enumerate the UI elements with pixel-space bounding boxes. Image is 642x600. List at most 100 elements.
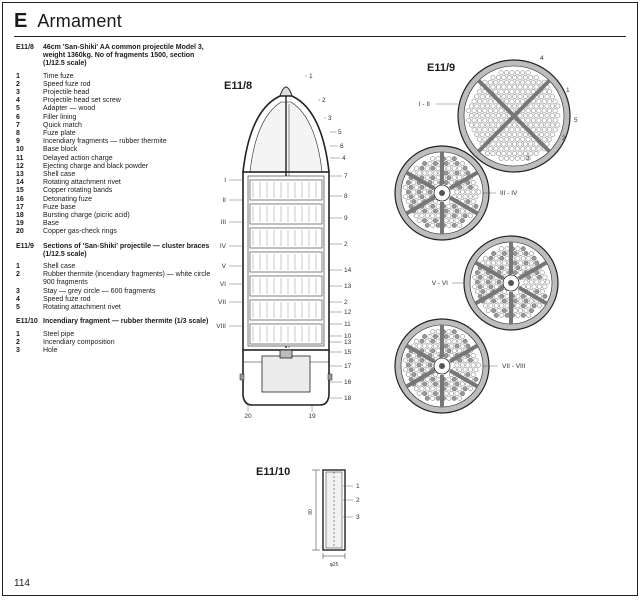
fragment bbox=[552, 108, 558, 114]
fragment bbox=[525, 89, 531, 95]
fragment bbox=[483, 284, 488, 290]
fragment bbox=[531, 274, 537, 280]
fragment bbox=[496, 298, 502, 304]
fragment bbox=[446, 348, 452, 354]
fragment bbox=[422, 208, 427, 214]
fragment bbox=[552, 127, 558, 133]
fragment bbox=[460, 381, 465, 387]
fragment bbox=[416, 170, 422, 176]
fragment bbox=[518, 251, 523, 256]
fragment bbox=[541, 98, 547, 104]
header-rule bbox=[14, 36, 626, 37]
fragment bbox=[460, 170, 465, 176]
fragment bbox=[490, 122, 496, 128]
fragment bbox=[523, 84, 528, 90]
fragment bbox=[502, 298, 507, 304]
fragment bbox=[424, 194, 430, 200]
callout-number: 4 bbox=[342, 155, 346, 162]
fragment bbox=[451, 222, 457, 228]
callout-number: 5 bbox=[338, 129, 342, 136]
fragment bbox=[526, 284, 532, 290]
fragment bbox=[520, 89, 526, 95]
fragment bbox=[469, 103, 474, 109]
fragment bbox=[506, 132, 512, 137]
fragment bbox=[498, 155, 504, 161]
callout-number: 1 bbox=[566, 87, 570, 94]
fragment bbox=[446, 395, 452, 401]
fragment bbox=[414, 165, 419, 171]
fragment bbox=[446, 386, 452, 392]
fragment bbox=[528, 75, 534, 80]
cluster-brace bbox=[405, 195, 436, 216]
fragment bbox=[476, 189, 481, 195]
fragment bbox=[542, 284, 548, 290]
fragment bbox=[430, 222, 436, 228]
fragment bbox=[408, 357, 414, 363]
fragment bbox=[499, 293, 505, 299]
fragment bbox=[454, 218, 460, 223]
dimension-width: φ25 bbox=[330, 562, 339, 568]
callout-number: 15 bbox=[344, 349, 352, 356]
legend-item-text: Speed fuze rod bbox=[43, 295, 91, 303]
fragment bbox=[419, 338, 425, 344]
fragment bbox=[504, 312, 510, 318]
fragment bbox=[539, 122, 544, 128]
fragment bbox=[520, 70, 526, 76]
legend-item-text: Rotating attachment rivet bbox=[43, 304, 121, 312]
fragment bbox=[462, 194, 468, 200]
fragment bbox=[403, 357, 409, 363]
fragment bbox=[536, 79, 542, 85]
fragment bbox=[499, 246, 505, 252]
legend-item-number: 12 bbox=[16, 162, 24, 170]
dimension-length: 90 bbox=[308, 509, 314, 515]
fragment bbox=[427, 189, 433, 195]
fragment bbox=[449, 381, 454, 387]
fragment bbox=[523, 75, 528, 80]
fragment bbox=[550, 113, 555, 118]
legend-item-number: 14 bbox=[16, 179, 24, 187]
fragment bbox=[512, 270, 518, 275]
fragment bbox=[477, 127, 482, 133]
fragment bbox=[520, 136, 526, 142]
fragment bbox=[427, 381, 433, 387]
fragment bbox=[433, 199, 438, 204]
fragment bbox=[493, 108, 499, 114]
fragment bbox=[424, 395, 430, 401]
fragment bbox=[449, 343, 454, 349]
fragment bbox=[419, 165, 425, 171]
fragment bbox=[443, 180, 449, 185]
fragment bbox=[414, 213, 419, 219]
fragment bbox=[406, 180, 411, 185]
fragment bbox=[499, 265, 505, 271]
fragment bbox=[514, 98, 520, 104]
fragment bbox=[490, 84, 496, 90]
fragment bbox=[457, 386, 463, 392]
fragment bbox=[416, 391, 422, 396]
fragment bbox=[487, 127, 493, 133]
fragment bbox=[430, 329, 436, 335]
fragment bbox=[552, 117, 558, 123]
fragment bbox=[504, 303, 510, 309]
fragment bbox=[501, 94, 507, 99]
fragment bbox=[520, 312, 526, 318]
fragment bbox=[449, 170, 454, 176]
fragment bbox=[501, 84, 507, 90]
fragment bbox=[520, 155, 526, 161]
callout-number: 20 bbox=[244, 413, 252, 420]
fragment bbox=[512, 141, 517, 147]
fragment bbox=[416, 362, 422, 368]
fragment bbox=[462, 357, 468, 363]
fragment bbox=[506, 141, 512, 147]
fragment bbox=[542, 293, 548, 299]
legend-section-description: Sections of 'San-Shiki' projectile — clu… bbox=[43, 242, 210, 258]
fragment bbox=[541, 108, 547, 114]
fragment bbox=[544, 113, 550, 118]
fragment bbox=[488, 284, 494, 290]
fragment bbox=[515, 265, 521, 271]
